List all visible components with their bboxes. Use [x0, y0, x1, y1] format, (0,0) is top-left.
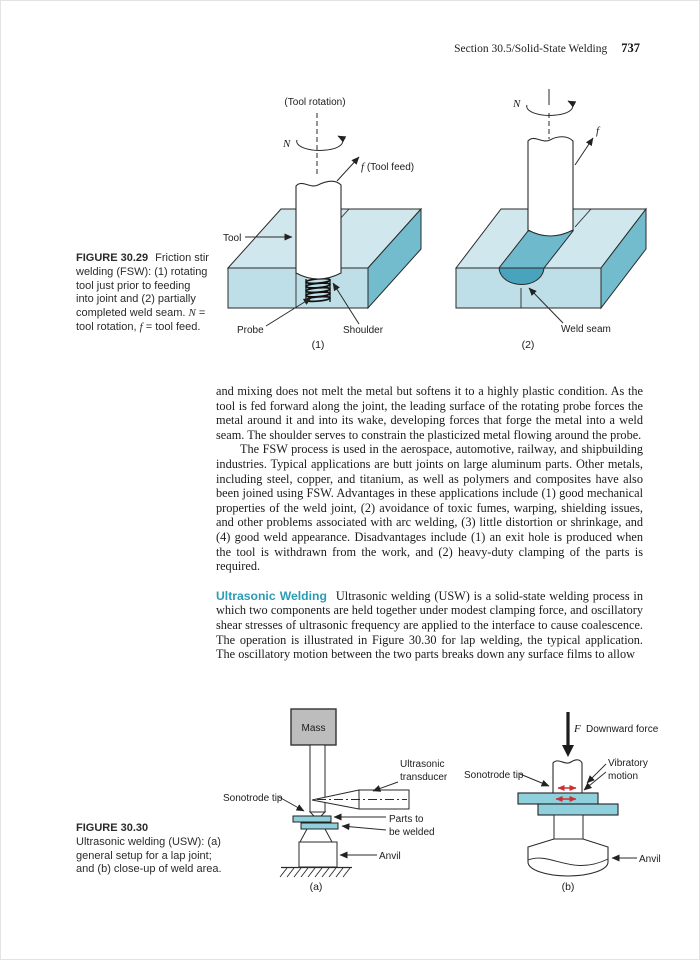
transducer-body	[358, 789, 410, 810]
tool-feed-label: (Tool feed)	[364, 162, 414, 173]
sonotrode-pointer-arrow	[278, 796, 305, 812]
transducer-pointer-arrow	[372, 781, 399, 792]
ground-hatching	[279, 867, 351, 878]
anvil-label: Anvil	[639, 854, 661, 865]
tool-label: Tool	[223, 233, 241, 244]
welded-part-upper	[292, 815, 332, 823]
feed-var-label: f	[596, 125, 601, 137]
anvil-neck	[553, 814, 584, 840]
weld-seam-pointer-arrow	[528, 287, 564, 324]
vibratory-label-line1: Vibratory	[608, 758, 648, 769]
workpiece-block-side	[600, 207, 647, 310]
workpiece-block-side	[367, 207, 422, 310]
tool-rotation-label: (Tool rotation)	[284, 97, 345, 108]
rotation-speed-label: N	[512, 98, 521, 110]
usw-diagram-a: Mass Ultrasonic transducer Sonotrode tip…	[223, 708, 448, 893]
weld-seam-label: Weld seam	[561, 324, 611, 335]
figure-30-29-caption-text3: = tool feed.	[142, 320, 201, 333]
anvil-neck	[299, 828, 333, 843]
subfigure-index-b: (b)	[562, 881, 575, 893]
sonotrode-tip	[308, 811, 327, 817]
rotation-arrow	[526, 100, 577, 116]
caption-var-f: f	[139, 320, 143, 333]
figure-30-29-caption-text2: = tool rotation,	[76, 307, 206, 333]
anvil-body	[298, 841, 338, 868]
fsw-diagram-1: (Tool rotation) N f (Tool feed) Tool Pro…	[223, 97, 423, 351]
mass-block	[290, 708, 337, 746]
section-title: Section 30.5/Solid-State Welding	[454, 43, 608, 55]
vibratory-motion-label: motion	[608, 771, 638, 782]
rotation-arrow	[296, 135, 347, 151]
rotation-speed-label: N	[282, 138, 291, 150]
force-var-label: F	[573, 723, 581, 735]
subfigure-index-2: (2)	[522, 339, 535, 351]
vibratory-pointer-arrow-1	[586, 763, 607, 784]
figure-30-30-caption-text: Ultrasonic welding (USW): (a) general se…	[76, 835, 222, 876]
anvil-break-line	[527, 857, 609, 866]
welded-part-lower	[300, 822, 339, 830]
svg-text:f (Tool feed): f (Tool feed)	[361, 161, 414, 173]
parts-label-line2: be welded	[389, 827, 435, 838]
anvil-label: Anvil	[379, 851, 401, 862]
sonotrode-tip-cylinder	[552, 759, 583, 794]
figure-30-30-caption-label: FIGURE 30.30	[76, 822, 149, 834]
transducer-label-line1: Ultrasonic	[400, 759, 444, 770]
figure-30-29-caption-label: FIGURE 30.29	[76, 252, 149, 264]
figure-30-29-caption-text: Friction stir welding (FSW): (1) rotatin…	[76, 252, 209, 320]
vibratory-pointer-arrow-2	[583, 771, 607, 791]
tool-cylinder	[295, 180, 342, 280]
downward-force-label: Downward force	[586, 724, 659, 735]
probe-thread-coils	[305, 277, 331, 303]
tool-cylinder	[527, 136, 574, 237]
transducer-label-line2: transducer	[400, 772, 448, 783]
body-text: and mixing does not melt the metal but s…	[216, 384, 643, 662]
feed-var-label: f	[361, 161, 366, 173]
probe-label: Probe	[237, 325, 264, 336]
paragraph-fsw-mechanics: and mixing does not melt the metal but s…	[216, 384, 643, 442]
tool-feed-arrow	[336, 156, 360, 182]
mass-label: Mass	[302, 723, 326, 734]
paragraph-ultrasonic-text: Ultrasonic welding (USW) is a solid-stat…	[216, 588, 643, 662]
welded-part-lower	[537, 803, 619, 816]
page-number: 737	[621, 41, 640, 55]
sonotrode-tip-label: Sonotrode tip	[464, 770, 524, 781]
fsw-diagram-2: N f Weld seam (2)	[454, 89, 648, 351]
tool-feed-arrow	[574, 137, 594, 166]
sonotrode-pointer-arrow	[519, 773, 550, 787]
joint-line-top	[574, 208, 592, 228]
parts-label-line1: Parts to	[389, 814, 424, 825]
shoulder-label: Shoulder	[343, 325, 384, 336]
subfigure-index-1: (1)	[312, 339, 325, 351]
anvil-body	[527, 838, 609, 877]
downward-force-arrowhead	[562, 745, 574, 757]
subfigure-index-a: (a)	[310, 881, 323, 893]
caption-var-n: N	[188, 307, 196, 320]
parts-pointer-arrow-2	[341, 823, 387, 831]
sonotrode-tip-label: Sonotrode tip	[223, 793, 283, 804]
running-head: Section 30.5/Solid-State Welding 737	[454, 41, 640, 56]
weld-seam-end	[498, 267, 545, 285]
probe-pointer-arrow	[265, 297, 312, 327]
usw-diagram-b: F Downward force Sonotrode tip Vibratory…	[464, 712, 661, 893]
ultrasonic-welding-heading: Ultrasonic Welding	[216, 588, 327, 603]
paragraph-fsw-applications: The FSW process is used in the aerospace…	[216, 442, 643, 574]
shoulder-pointer-arrow	[332, 282, 360, 325]
